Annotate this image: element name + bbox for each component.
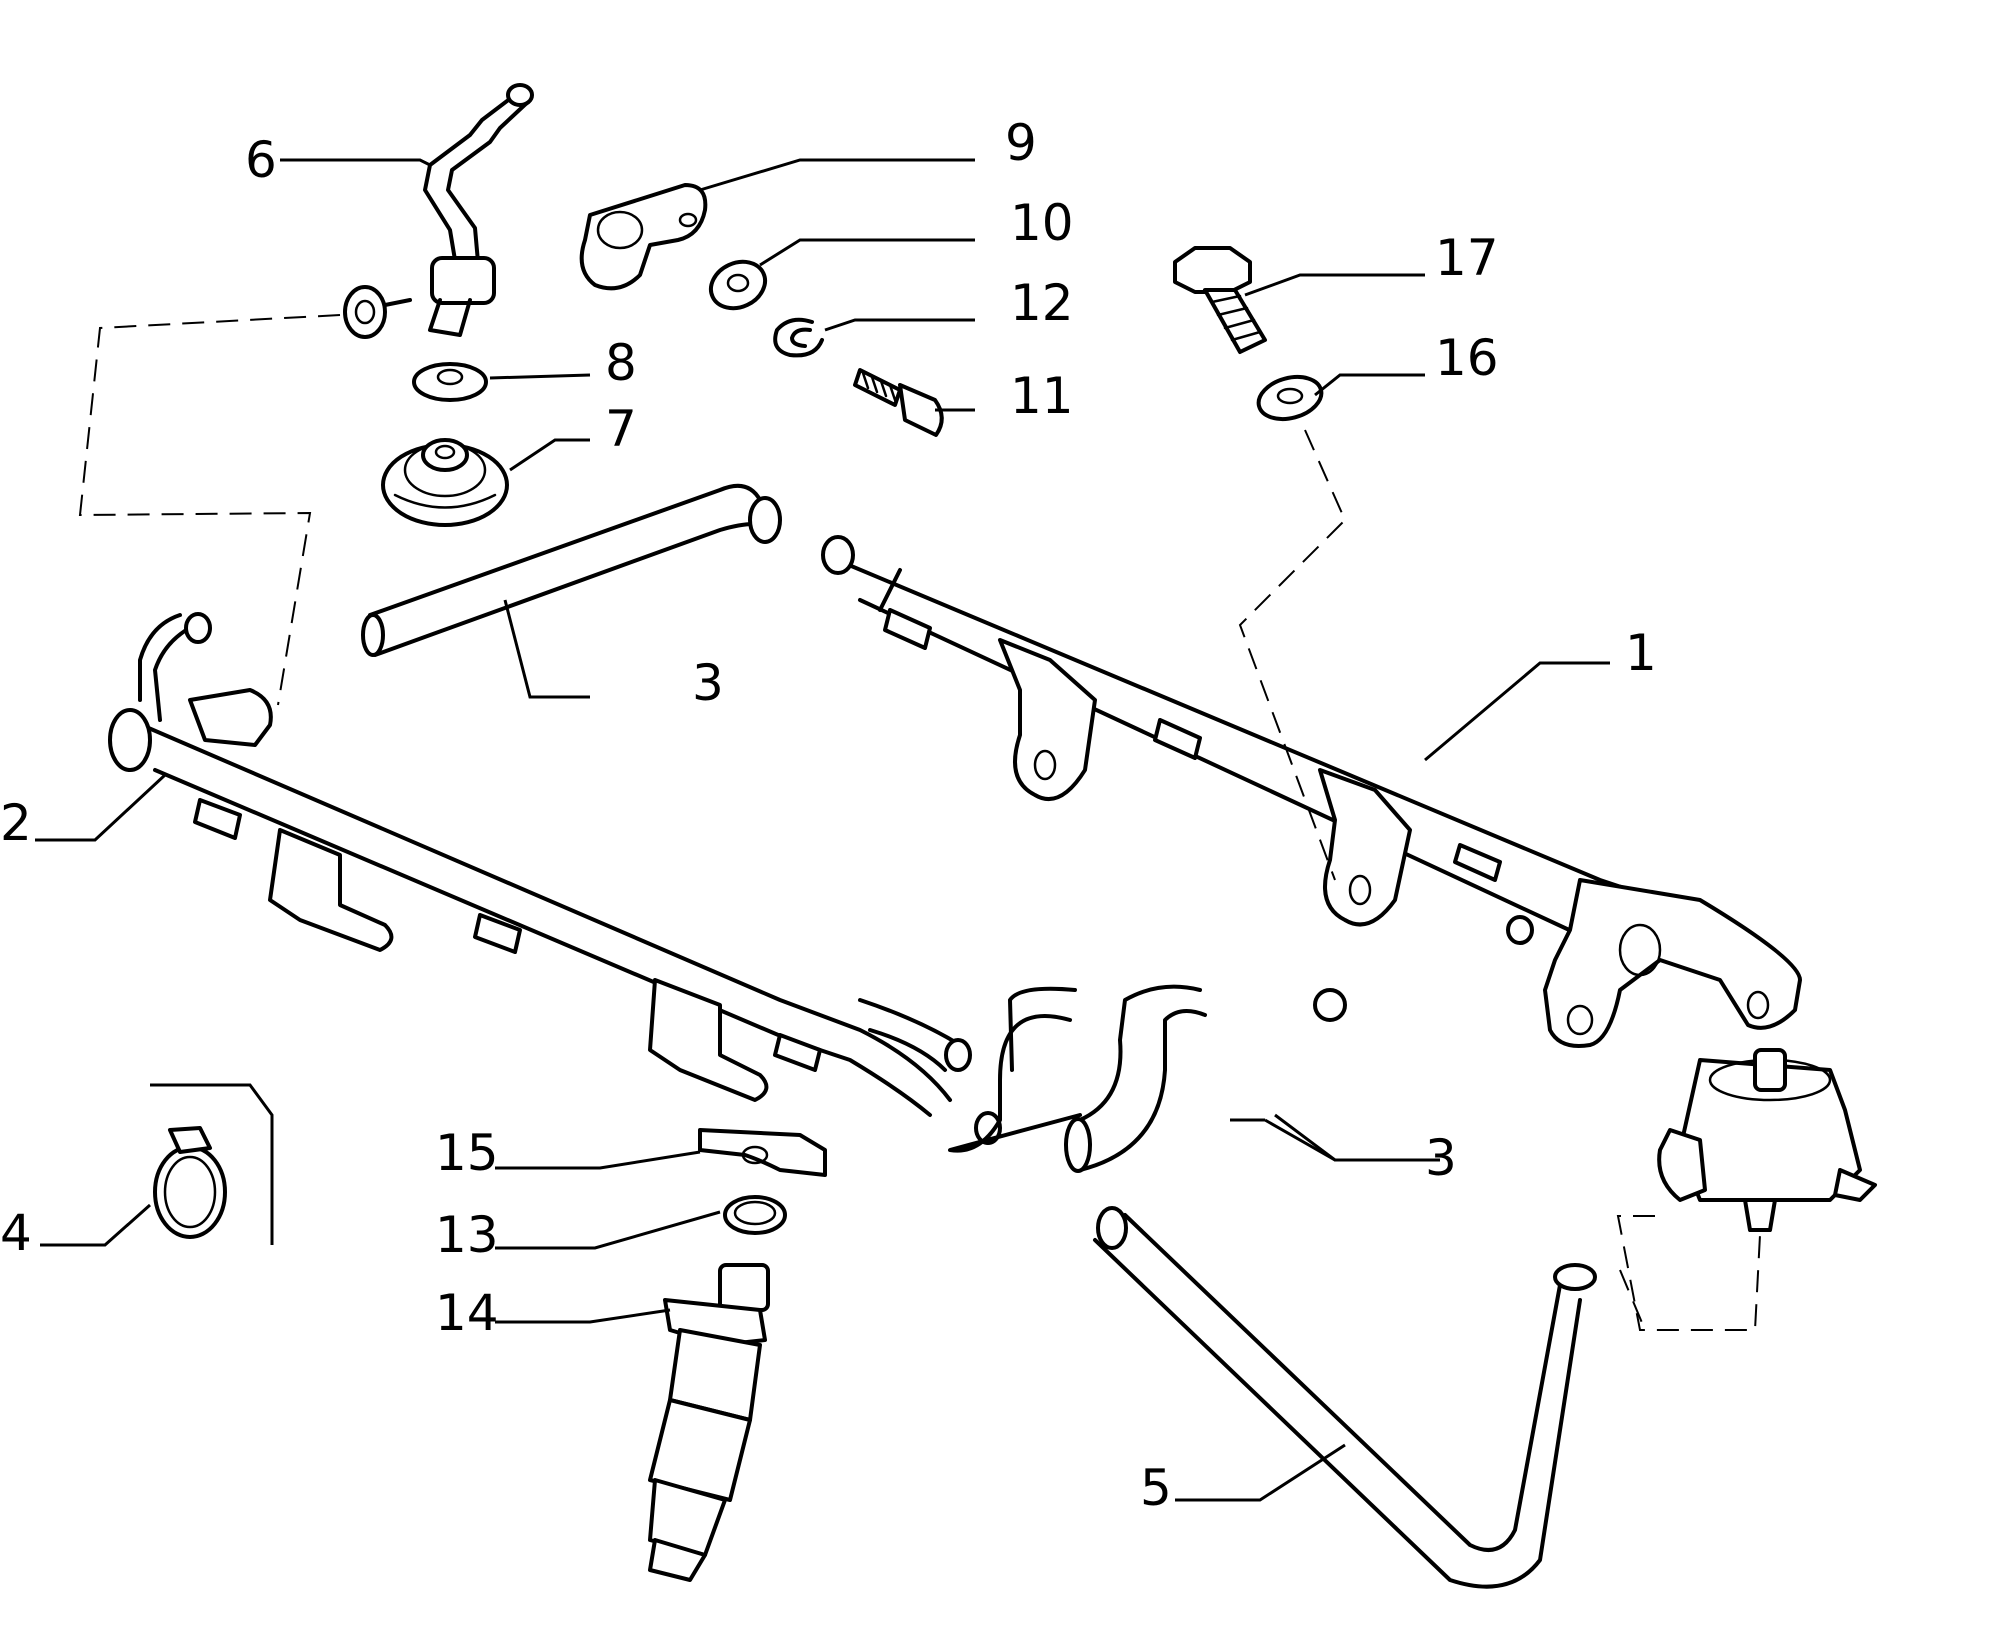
part-17-hex-bolt bbox=[1173, 246, 1267, 354]
assembly-lines bbox=[78, 314, 1761, 1331]
callout-labels: 1 2 3 3 3 4 5 6 7 8 9 10 11 12 13 14 15 … bbox=[0, 114, 1657, 1517]
callout-16: 16 bbox=[1435, 329, 1499, 387]
callout-14: 14 bbox=[435, 1284, 499, 1342]
part-1-fuel-rail-right bbox=[821, 535, 1802, 1048]
callout-15: 15 bbox=[435, 1124, 499, 1182]
callout-7: 7 bbox=[605, 400, 637, 458]
callout-1: 1 bbox=[1625, 624, 1657, 682]
callout-12: 12 bbox=[1010, 274, 1074, 332]
callout-4: 4 bbox=[0, 1204, 32, 1262]
part-7-rubber-mount bbox=[381, 438, 509, 527]
callout-11: 11 bbox=[1010, 367, 1074, 425]
part-8-washer bbox=[412, 362, 488, 402]
callout-3-middle: 3 bbox=[1425, 1129, 1457, 1187]
callout-9: 9 bbox=[1005, 114, 1037, 172]
callout-10: 10 bbox=[1010, 194, 1074, 252]
part-5-hose-long bbox=[1093, 1206, 1597, 1589]
part-3-hose-upper bbox=[361, 483, 782, 657]
part-16-washer bbox=[1256, 374, 1324, 422]
part-10-flat-washer bbox=[708, 259, 768, 311]
part-3-hose-middle bbox=[948, 984, 1347, 1173]
callout-5: 5 bbox=[1140, 1459, 1172, 1517]
part-9-clamp-bracket bbox=[579, 183, 708, 291]
part-2-fuel-rail-left bbox=[108, 612, 1002, 1145]
callout-13: 13 bbox=[435, 1206, 499, 1264]
callout-6: 6 bbox=[245, 131, 277, 189]
part-4-hose-clamp bbox=[153, 1126, 227, 1239]
part-11-bolt bbox=[853, 368, 944, 437]
callout-8: 8 bbox=[605, 334, 637, 392]
part-6-pipe-fitting bbox=[343, 83, 534, 339]
callout-17: 17 bbox=[1435, 229, 1499, 287]
pressure-regulator bbox=[1657, 1048, 1877, 1232]
bracket-line bbox=[150, 1083, 274, 1245]
callout-3-upper: 3 bbox=[692, 654, 724, 712]
callout-2: 2 bbox=[0, 794, 32, 852]
part-13-o-ring bbox=[723, 1195, 787, 1235]
part-14-fuel-injector bbox=[648, 1263, 770, 1582]
part-15-clip bbox=[698, 1128, 827, 1177]
leader-lines bbox=[35, 158, 1610, 1502]
part-12-split-washer bbox=[773, 317, 824, 358]
